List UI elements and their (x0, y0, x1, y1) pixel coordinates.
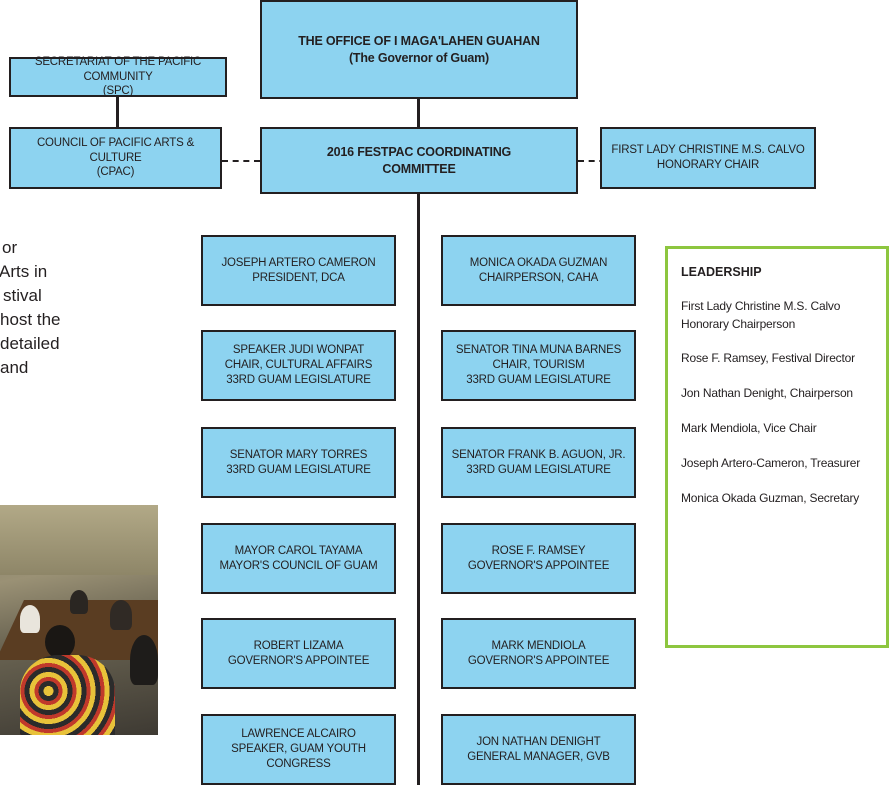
governor-office-title: THE OFFICE OF I MAGA'LAHEN GUAHAN (298, 34, 540, 49)
gov-to-committee-line (417, 99, 420, 127)
member-line: MONICA OKADA GUZMAN (469, 256, 608, 269)
member-box-right-5: MARK MENDIOLA GOVERNOR'S APPOINTEE (441, 618, 636, 689)
member-line: GOVERNOR'S APPOINTEE (227, 654, 370, 667)
leadership-item: Monica Okada Guzman, Secretary (681, 489, 873, 507)
honorary-chair-name: FIRST LADY CHRISTINE M.S. CALVO (611, 144, 805, 157)
spc-box: SECRETARIAT OF THE PACIFIC COMMUNITY (SP… (9, 55, 227, 98)
photo-person-head (45, 625, 75, 659)
body-text-line: and (0, 358, 29, 377)
leadership-item-line: Monica Okada Guzman, Secretary (681, 491, 860, 505)
body-text-line: or (2, 238, 18, 257)
leadership-panel: LEADERSHIP First Lady Christine M.S. Cal… (665, 246, 889, 648)
photo-person (20, 605, 40, 633)
leadership-item: Mark Mendiola, Vice Chair (681, 419, 873, 437)
body-text-line: Arts in (0, 262, 48, 281)
member-box-right-6: JON NATHAN DENIGHT GENERAL MANAGER, GVB (441, 714, 636, 785)
committee-trunk-line (417, 194, 420, 785)
member-line: SPEAKER JUDI WONPAT (232, 344, 365, 357)
member-line: PRESIDENT, DCA (252, 271, 345, 284)
leadership-item: Jon Nathan Denight, Chairperson (681, 384, 873, 402)
member-line: GOVERNOR'S APPOINTEE (467, 654, 610, 667)
spc-title: SECRETARIAT OF THE PACIFIC COMMUNITY (34, 55, 202, 83)
committee-to-honorary-dash (578, 160, 616, 162)
member-line: 33RD GUAM LEGISLATURE (226, 463, 371, 476)
member-box-right-3: SENATOR FRANK B. AGUON, JR. 33RD GUAM LE… (441, 427, 636, 498)
photo-person (110, 600, 132, 630)
cpac-abbrev: (CPAC) (96, 166, 135, 179)
member-line: CHAIR, TOURISM (492, 359, 585, 372)
member-box-right-2: SENATOR TINA MUNA BARNES CHAIR, TOURISM … (441, 330, 636, 401)
leadership-item-line: Honorary Chairperson (681, 317, 796, 331)
committee-title-line1: 2016 FESTPAC COORDINATING (326, 145, 512, 160)
member-line: GOVERNOR'S APPOINTEE (467, 559, 610, 572)
governor-office-subtitle: (The Governor of Guam) (348, 50, 490, 65)
member-box-left-2: SPEAKER JUDI WONPAT CHAIR, CULTURAL AFFA… (201, 330, 396, 401)
member-box-right-4: ROSE F. RAMSEY GOVERNOR'S APPOINTEE (441, 523, 636, 594)
member-line: LAWRENCE ALCAIRO (241, 728, 356, 741)
member-box-left-3: SENATOR MARY TORRES 33RD GUAM LEGISLATUR… (201, 427, 396, 498)
member-line: SENATOR TINA MUNA BARNES (455, 344, 622, 357)
governor-office-box: THE OFFICE OF I MAGA'LAHEN GUAHAN (The G… (260, 0, 578, 99)
member-line: MAYOR'S COUNCIL OF GUAM (219, 559, 378, 572)
member-line: MARK MENDIOLA (491, 639, 586, 652)
member-line: SENATOR MARY TORRES (229, 448, 368, 461)
member-line: SPEAKER, GUAM YOUTH CONGRESS (231, 743, 366, 770)
spc-abbrev: (SPC) (102, 85, 134, 98)
cpac-box: COUNCIL OF PACIFIC ARTS & CULTURE (CPAC) (9, 127, 222, 189)
body-text-line: detailed (0, 334, 60, 353)
member-line: ROSE F. RAMSEY (491, 544, 586, 557)
member-line: CHAIR, CULTURAL AFFAIRS (224, 359, 373, 372)
body-text-line: stival (3, 286, 42, 305)
leadership-item: First Lady Christine M.S. Calvo Honorary… (681, 297, 873, 333)
leadership-item-line: First Lady Christine M.S. Calvo (681, 299, 841, 313)
leadership-item: Joseph Artero-Cameron, Treasurer (681, 454, 873, 472)
spc-to-cpac-line (116, 97, 119, 127)
member-line: JOSEPH ARTERO CAMERON (221, 256, 376, 269)
honorary-chair-role: HONORARY CHAIR (656, 159, 760, 171)
member-line: 33RD GUAM LEGISLATURE (466, 463, 611, 476)
photo-person (70, 590, 88, 614)
leadership-heading: LEADERSHIP (681, 265, 762, 279)
member-line: MAYOR CAROL TAYAMA (234, 544, 363, 557)
leadership-item-line: Joseph Artero-Cameron, Treasurer (681, 456, 861, 470)
member-line: GENERAL MANAGER, GVB (467, 750, 610, 763)
committee-title-line2: COMMITTEE (382, 161, 456, 176)
member-line: CHAIRPERSON, CAHA (478, 271, 599, 284)
member-box-left-1: JOSEPH ARTERO CAMERON PRESIDENT, DCA (201, 235, 396, 306)
member-line: 33RD GUAM LEGISLATURE (466, 373, 611, 386)
cpac-to-committee-dash (222, 160, 260, 162)
photo-person (130, 635, 158, 685)
photo-wall (0, 505, 158, 575)
leadership-item: Rose F. Ramsey, Festival Director (681, 349, 873, 367)
member-line: ROBERT LIZAMA (253, 639, 344, 652)
photo-floral-shirt (20, 655, 115, 735)
committee-box: 2016 FESTPAC COORDINATING COMMITTEE (260, 127, 578, 194)
member-line: SENATOR FRANK B. AGUON, JR. (451, 448, 626, 461)
member-box-left-5: ROBERT LIZAMA GOVERNOR'S APPOINTEE (201, 618, 396, 689)
member-line: JON NATHAN DENIGHT (476, 735, 601, 748)
meeting-photo (0, 505, 158, 735)
member-line: 33RD GUAM LEGISLATURE (226, 373, 371, 386)
leadership-item-line: Mark Mendiola, Vice Chair (681, 421, 817, 435)
leadership-item-line: Jon Nathan Denight, Chairperson (681, 386, 853, 400)
member-box-right-1: MONICA OKADA GUZMAN CHAIRPERSON, CAHA (441, 235, 636, 306)
member-box-left-6: LAWRENCE ALCAIRO SPEAKER, GUAM YOUTH CON… (201, 714, 396, 785)
member-box-left-4: MAYOR CAROL TAYAMA MAYOR'S COUNCIL OF GU… (201, 523, 396, 594)
honorary-chair-box: FIRST LADY CHRISTINE M.S. CALVO HONORARY… (600, 127, 816, 189)
body-text-line: host the (0, 310, 61, 329)
leadership-item-line: Rose F. Ramsey, Festival Director (681, 351, 855, 365)
cpac-title: COUNCIL OF PACIFIC ARTS & CULTURE (36, 136, 195, 164)
